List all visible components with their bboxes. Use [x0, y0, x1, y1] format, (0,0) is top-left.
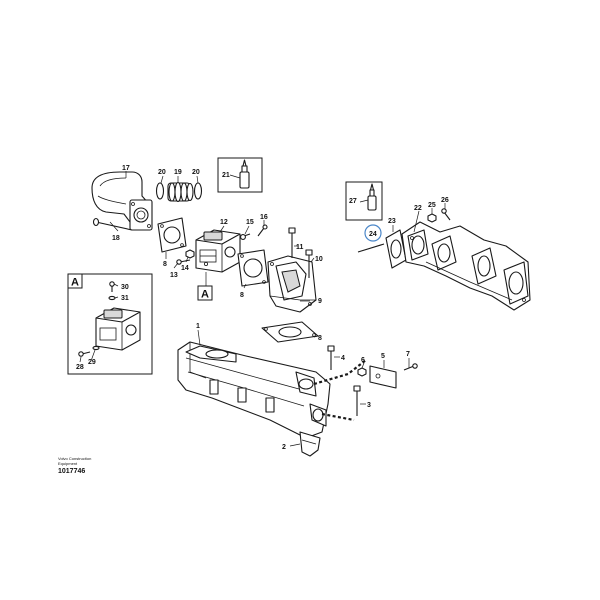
- callout-23: 23: [388, 218, 396, 225]
- callout-19: 19: [174, 169, 182, 176]
- assembly-dashed-lines: [313, 359, 367, 422]
- callout-14: 14: [181, 265, 189, 272]
- callout-2: 2: [282, 444, 286, 451]
- part-4-bolt[interactable]: [327, 345, 335, 370]
- part-3-bolt[interactable]: [353, 385, 361, 416]
- callout-30: 30: [121, 284, 129, 291]
- callout-29: 29: [88, 359, 96, 366]
- part-18-bolt[interactable]: [92, 217, 133, 231]
- part-30-screw[interactable]: [109, 281, 115, 292]
- part-8-gasket-left[interactable]: [157, 217, 187, 253]
- callout-1: 1: [196, 323, 200, 330]
- part-valve-detail[interactable]: [95, 307, 141, 351]
- part-23-gasket[interactable]: [385, 229, 407, 269]
- footer-brand-line2: Equipment: [58, 461, 78, 466]
- callout-4: 4: [341, 355, 345, 362]
- callout-28: 28: [76, 364, 84, 371]
- callout-22: 22: [414, 205, 422, 212]
- part-29-washer[interactable]: [92, 345, 100, 351]
- part-22-manifold[interactable]: [401, 221, 531, 311]
- part-16-plug[interactable]: [257, 224, 268, 237]
- callout-10: 10: [315, 256, 323, 263]
- callout-3: 3: [367, 402, 371, 409]
- callout-25: 25: [428, 202, 436, 209]
- callout-12: 12: [220, 219, 228, 226]
- callout-5: 5: [381, 353, 385, 360]
- part-12-valve-housing[interactable]: [195, 229, 241, 273]
- callout-numbers: 17 18 20 19 20 21 8 12 13 14 15 16 8 9 1…: [76, 165, 449, 451]
- part-1-manifold[interactable]: [177, 341, 331, 439]
- callout-27: 27: [349, 198, 357, 205]
- callout-20-right: 20: [192, 169, 200, 176]
- callout-16: 16: [260, 214, 268, 221]
- part-11-bolt[interactable]: [288, 227, 296, 258]
- leader-lines: [79, 171, 446, 447]
- callout-8-lower: 8: [318, 335, 322, 342]
- callout-6: 6: [361, 357, 365, 364]
- part-21-sealant-tube[interactable]: [217, 157, 263, 193]
- view-label-a-text: A: [201, 289, 209, 301]
- callout-7: 7: [406, 351, 410, 358]
- part-10-bolt[interactable]: [305, 249, 313, 278]
- callout-15: 15: [246, 219, 254, 226]
- part-2-bracket[interactable]: [299, 431, 321, 457]
- callout-31: 31: [121, 295, 129, 302]
- footer-drawing-number: 1017746: [58, 468, 85, 475]
- part-20-clamp-left[interactable]: [155, 182, 165, 200]
- footer-brand-line1: Volvo Construction: [58, 456, 91, 461]
- part-6-nut[interactable]: [357, 367, 367, 377]
- callout-9: 9: [318, 298, 322, 305]
- callout-18: 18: [112, 235, 120, 242]
- part-5-bracket[interactable]: [369, 365, 397, 389]
- callout-13: 13: [170, 272, 178, 279]
- detail-view-a: A: [67, 273, 153, 375]
- part-24-stud[interactable]: [357, 243, 385, 253]
- callout-8-mid: 8: [240, 292, 244, 299]
- part-8-gasket-lower[interactable]: [261, 321, 319, 343]
- part-20-clamp-right[interactable]: [193, 182, 203, 200]
- part-25-nut[interactable]: [427, 213, 437, 223]
- part-17-elbow-pipe[interactable]: [91, 171, 153, 231]
- callout-20-left: 20: [158, 169, 166, 176]
- callout-17: 17: [122, 165, 130, 172]
- part-28-bolt[interactable]: [78, 351, 91, 357]
- view-label-a: A: [197, 272, 213, 301]
- part-14-nut[interactable]: [185, 249, 195, 259]
- part-7-bolt[interactable]: [403, 363, 418, 371]
- part-19-bellows[interactable]: [167, 181, 194, 203]
- callout-11: 11: [296, 244, 304, 251]
- callout-26: 26: [441, 197, 449, 204]
- callout-21: 21: [222, 172, 230, 179]
- footer: Volvo Construction Equipment 1017746: [58, 456, 91, 475]
- part-31-washer[interactable]: [108, 295, 116, 301]
- detail-view-a-label: A: [71, 277, 79, 289]
- callout-24: 24: [369, 231, 377, 238]
- highlight-ring-24: [364, 224, 382, 242]
- part-13-bolt[interactable]: [176, 259, 191, 265]
- part-8-gasket-mid[interactable]: [237, 249, 269, 287]
- part-26-bolt[interactable]: [441, 208, 451, 221]
- callout-8-left: 8: [163, 261, 167, 268]
- part-15-screw[interactable]: [240, 233, 251, 240]
